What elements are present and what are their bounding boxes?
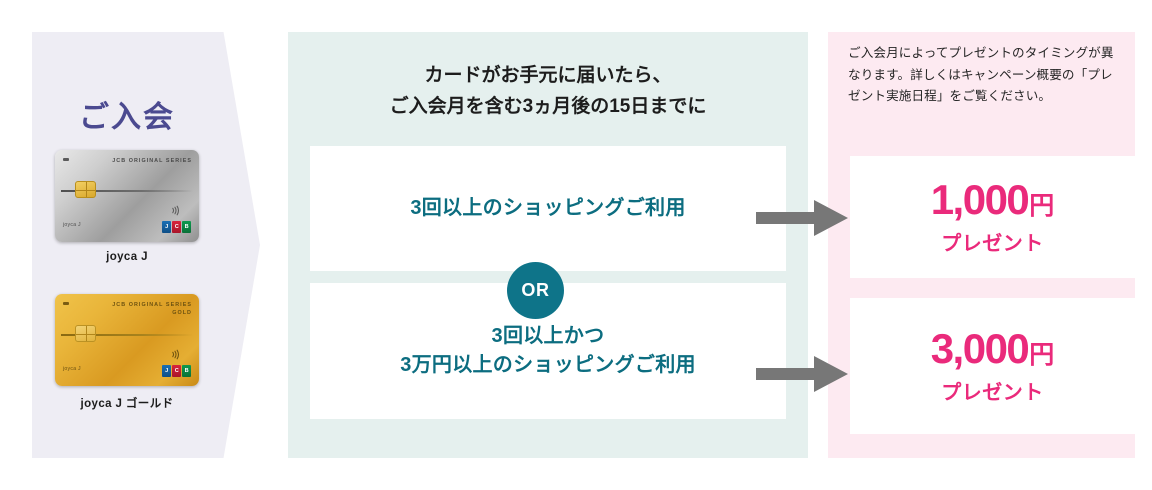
condition-text-2-line1: 3回以上かつ xyxy=(491,325,605,347)
card-brand-text: JCB ORIGINAL SERIES GOLD xyxy=(112,301,192,318)
card-stripe xyxy=(61,334,193,336)
flow-arrow-icon-2 xyxy=(756,356,848,392)
card-label-gold: joyca J ゴールド xyxy=(80,398,174,410)
flow-arrow-icon-1 xyxy=(756,200,848,236)
contactless-icon xyxy=(172,349,179,360)
condition-text-1: 3回以上のショッピングご利用 xyxy=(410,197,686,219)
card-stripe xyxy=(61,190,193,192)
card-notch-icon xyxy=(63,158,69,161)
reward-caption-1: プレゼント xyxy=(941,232,1044,255)
reward-value-2: 3,000 xyxy=(930,324,1030,372)
card-brand-text: JCB ORIGINAL SERIES xyxy=(112,158,192,164)
reward-unit-2: 円 xyxy=(1029,340,1055,369)
conditions-heading-line2: ご入会月を含む3ヵ月後の15日までに xyxy=(389,96,707,118)
condition-box-1: 3回以上のショッピングご利用 xyxy=(310,146,786,271)
condition-text-2-line2: 3万円以上のショッピングご利用 xyxy=(400,354,696,376)
join-panel xyxy=(32,32,260,458)
card-label-standard: joyca J xyxy=(106,251,148,263)
conditions-panel: カードがお手元に届いたら、 ご入会月を含む3ヵ月後の15日までに 3回以上のショ… xyxy=(288,32,808,458)
page-title: ご入会 xyxy=(79,101,175,134)
reward-value-1: 1,000 xyxy=(930,175,1030,223)
reward-unit-1: 円 xyxy=(1029,191,1055,220)
condition-text-2: 3回以上かつ 3万円以上のショッピングご利用 xyxy=(400,322,696,380)
reward-caption-2: プレゼント xyxy=(941,381,1044,404)
card-holder-name: joyca J xyxy=(63,222,81,228)
card-holder-name: joyca J xyxy=(63,366,81,372)
card-chip-icon xyxy=(75,181,96,198)
rewards-panel: ご入会月によってプレゼントのタイミングが異なります。詳しくはキャンペーン概要の「… xyxy=(828,32,1135,458)
rewards-note: ご入会月によってプレゼントのタイミングが異なります。詳しくはキャンペーン概要の「… xyxy=(848,46,1114,104)
card-tier-line: GOLD xyxy=(172,310,192,317)
conditions-heading-line1: カードがお手元に届いたら、 xyxy=(424,65,672,86)
card-brand-line1: JCB ORIGINAL SERIES xyxy=(112,302,192,308)
card-notch-icon xyxy=(63,302,69,305)
contactless-icon xyxy=(172,205,179,216)
or-badge: OR xyxy=(507,262,564,319)
card-chip-icon xyxy=(75,325,96,342)
conditions-heading: カードがお手元に届いたら、 ご入会月を含む3ヵ月後の15日までに xyxy=(288,60,808,123)
